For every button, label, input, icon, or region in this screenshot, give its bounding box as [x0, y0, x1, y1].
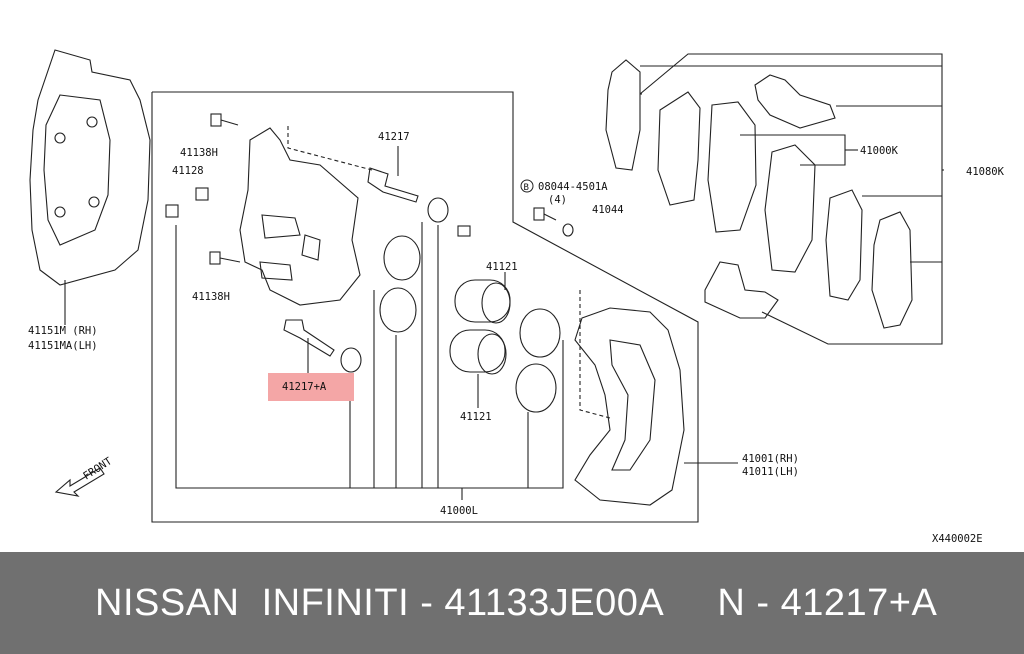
pad-outer-left	[605, 59, 641, 171]
label-41217a: 41217+A	[282, 381, 327, 393]
pin-41217a	[283, 319, 335, 357]
bracket-41001	[574, 307, 685, 506]
dashed-guide	[579, 290, 611, 419]
piston-seal	[515, 363, 557, 413]
label-08044-circle: B	[524, 183, 529, 193]
piston-face	[481, 282, 511, 324]
pad-shim-1	[657, 91, 701, 206]
washer-41044	[562, 223, 574, 237]
front-arrow-icon	[54, 467, 105, 497]
label-41044: 41044	[592, 204, 624, 216]
b-circle-icon	[520, 179, 534, 193]
piston-face	[477, 333, 507, 375]
cap	[165, 204, 179, 218]
label-41001: 41001(RH)	[742, 453, 799, 465]
label-41151ma: 41151MA(LH)	[28, 340, 98, 352]
pad-inner-2	[764, 144, 816, 273]
seal	[379, 287, 417, 333]
bolt-41138h-top	[210, 113, 222, 127]
backing-plate-hole	[54, 132, 66, 144]
pin-41217	[367, 167, 419, 203]
backing-plate	[29, 49, 151, 286]
bolt-shaft	[543, 213, 557, 221]
footer-part-numbers: NISSAN INFINITI - 41133JE00A N - 41217+A	[95, 581, 938, 624]
piston-seal	[519, 308, 561, 358]
bolt-41138h-bottom	[209, 251, 221, 265]
label-41000k: 41000K	[860, 145, 899, 157]
pad-shim-2	[825, 189, 863, 301]
caliper-box-outline	[151, 91, 699, 523]
label-41080k: 41080K	[966, 166, 1005, 178]
bolt-08044	[533, 207, 545, 221]
label-41217: 41217	[378, 131, 410, 143]
boot	[340, 347, 362, 373]
piston-41121-bottom	[449, 329, 506, 373]
label-41121-bottom: 41121	[460, 411, 492, 423]
label-41138h-bottom: 41138H	[192, 291, 230, 303]
seal	[383, 235, 421, 281]
pad-inner-1	[707, 101, 757, 233]
backing-plate-inner	[43, 94, 111, 246]
label-front: FRONT	[81, 455, 115, 483]
bushing	[457, 225, 471, 237]
clip-bottom	[704, 261, 779, 319]
backing-plate-hole	[54, 206, 66, 218]
bleeder-41128	[195, 187, 209, 201]
label-diagram-code: X440002E	[932, 533, 983, 545]
label-41128: 41128	[172, 165, 204, 177]
label-41151m: 41151M (RH)	[28, 325, 98, 337]
label-08044-qty: (4)	[548, 194, 567, 206]
dashed-guide	[287, 126, 373, 171]
label-41000l: 41000L	[440, 505, 478, 517]
highlight-41217a	[268, 373, 354, 401]
label-41138h-top: 41138H	[180, 147, 218, 159]
caliper-body-detail	[259, 214, 321, 281]
caliper-body	[239, 127, 361, 306]
pad-outer-right	[871, 211, 913, 329]
bracket-detail	[609, 339, 656, 471]
parts-diagram: 41151M (RH) 41151MA(LH) 41138H 41128 411…	[28, 49, 1005, 545]
backing-plate-hole	[86, 116, 98, 128]
backing-plate-hole	[88, 196, 100, 208]
label-41011: 41011(LH)	[742, 466, 799, 478]
bolt-shaft	[219, 257, 241, 263]
boot	[427, 197, 449, 223]
footer-banner: NISSAN INFINITI - 41133JE00A N - 41217+A	[0, 552, 1024, 654]
clip-top	[754, 74, 836, 129]
label-41121-top: 41121	[486, 261, 518, 273]
bolt-shaft	[220, 119, 239, 126]
label-08044: 08044-4501A	[538, 181, 608, 193]
padset-box-outline	[639, 53, 943, 345]
brace-41000l	[175, 225, 564, 489]
